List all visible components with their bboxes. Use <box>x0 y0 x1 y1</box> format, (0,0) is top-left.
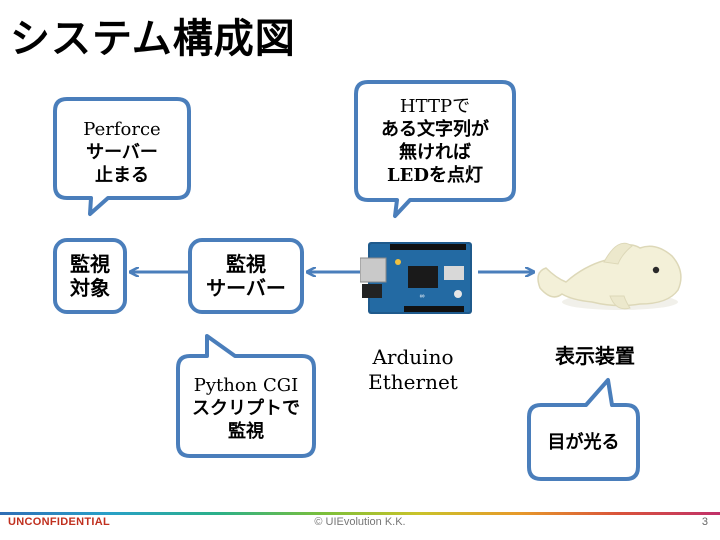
display-label: 表示装置 <box>555 344 635 368</box>
perforce-callout: Perforce サーバー 止まる <box>55 118 189 187</box>
http-callout: HTTPで ある文字列が 無ければ LEDを点灯 <box>356 95 514 187</box>
perforce-line-1: Perforce <box>83 119 161 140</box>
target-box <box>53 238 127 314</box>
perforce-line-3: 止まる <box>95 165 149 186</box>
python-line-1: Python CGI <box>193 375 299 396</box>
python-line-3: 監視 <box>228 421 264 442</box>
perforce-callout-shape <box>53 97 191 216</box>
dolphin-plush-icon <box>537 242 682 310</box>
svg-text:∞: ∞ <box>420 293 425 300</box>
target-line-1: 監視 <box>70 252 110 276</box>
server-box <box>188 238 304 314</box>
python-callout: Python CGI スクリプトで 監視 <box>178 374 314 443</box>
target-line-2: 対象 <box>70 276 110 300</box>
python-callout-shape <box>176 334 316 458</box>
server-line-2: サーバー <box>206 276 286 300</box>
light-callout: 目が光る <box>529 431 638 454</box>
http-callout-shape <box>354 80 516 218</box>
http-line-3: 無ければ <box>399 142 471 163</box>
target-label: 監視 対象 <box>55 252 125 300</box>
light-callout-shape <box>527 378 640 481</box>
http-line-4: LEDを点灯 <box>387 165 483 186</box>
server-label: 監視 サーバー <box>190 252 302 300</box>
confidential-label: UNCONFIDENTIAL <box>8 516 110 528</box>
arduino-line-2: Ethernet <box>368 370 458 394</box>
server-line-1: 監視 <box>226 252 266 276</box>
arduino-board-icon: ∞ <box>360 242 472 314</box>
http-line-1: HTTPで <box>399 96 471 117</box>
perforce-line-2: サーバー <box>86 142 158 163</box>
arduino-label: Arduino Ethernet <box>352 345 474 395</box>
page-number: 3 <box>701 516 708 528</box>
http-line-2: ある文字列が <box>381 119 489 140</box>
copyright-text: © UIEvolution K.K. <box>314 516 406 528</box>
page-title: システム構成図 <box>10 16 296 62</box>
python-line-2: スクリプトで <box>192 398 300 419</box>
light-line-1: 目が光る <box>547 432 620 453</box>
footer-color-bar <box>0 512 720 515</box>
arduino-line-1: Arduino <box>372 345 454 369</box>
